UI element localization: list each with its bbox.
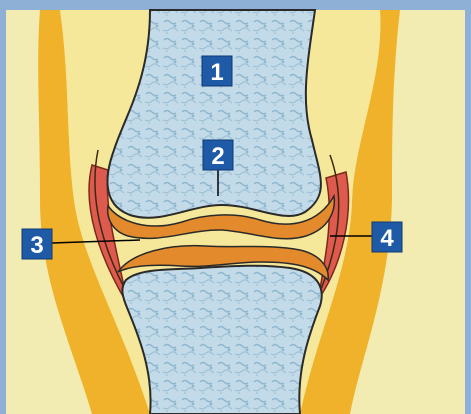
label-3-text: 3 (30, 232, 43, 259)
label-1-text: 1 (210, 59, 223, 86)
label-4-text: 4 (380, 225, 394, 252)
label-3: 3 (22, 229, 52, 259)
label-1: 1 (202, 56, 232, 86)
lower-bone (122, 266, 321, 414)
label-4: 4 (372, 222, 402, 252)
label-2-text: 2 (211, 143, 224, 170)
label-2: 2 (203, 140, 233, 170)
